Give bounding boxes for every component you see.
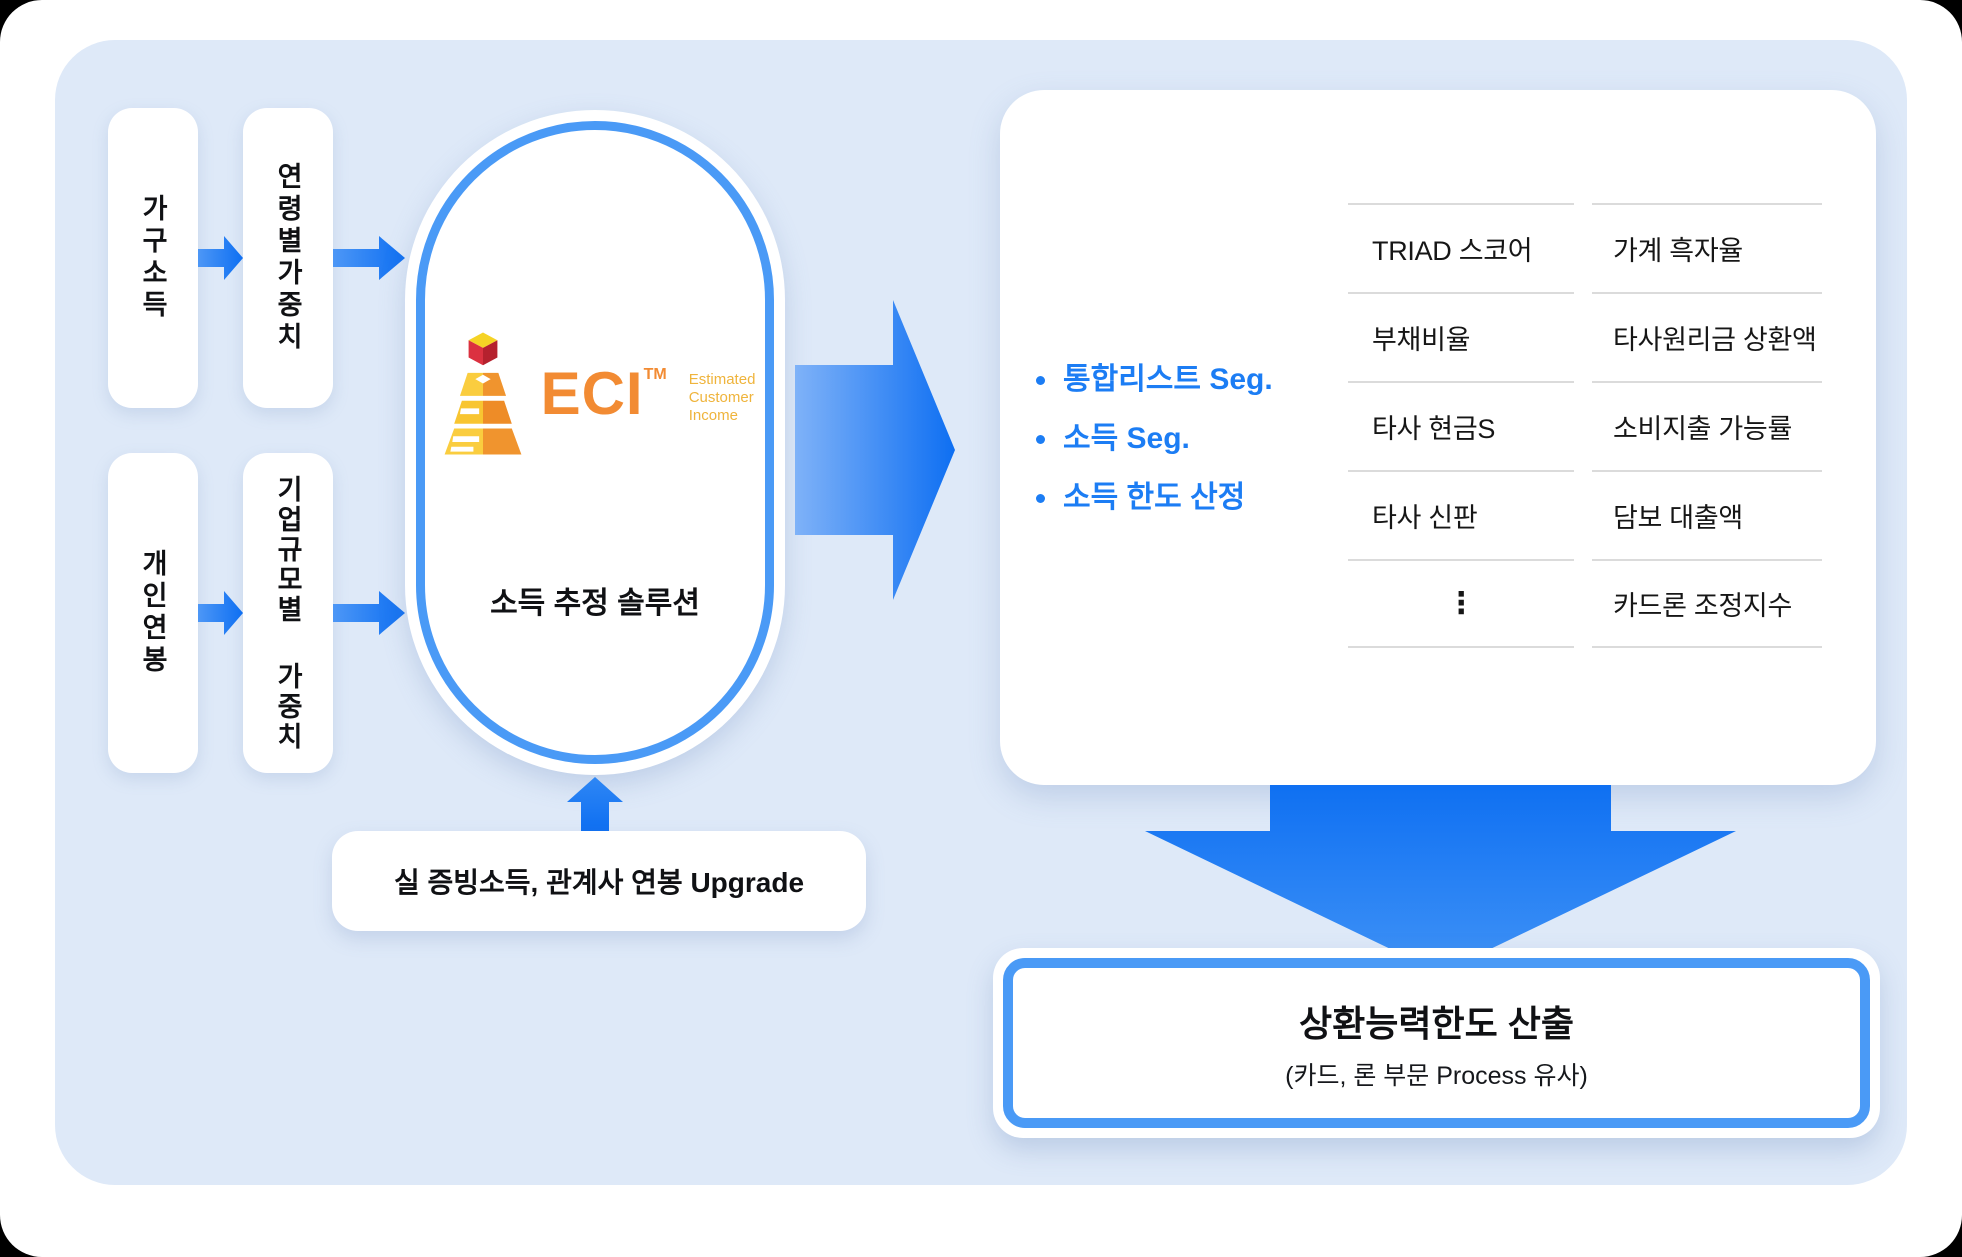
factors-table-col1: TRIAD 스코어 부채비율 타사 현금S 타사 신판 ⋮	[1348, 203, 1574, 648]
age-weight-label: 연령별가중치	[272, 162, 303, 354]
result-box-inner: 상환능력한도 산출 (카드, 론 부문 Process 유사)	[1003, 958, 1870, 1128]
eci-tagline-line1: Estimated	[688, 371, 756, 388]
bullet-label: 통합리스트 Seg.	[1063, 363, 1273, 396]
result-box: 상환능력한도 산출 (카드, 론 부문 Process 유사)	[993, 948, 1880, 1138]
upgrade-note-label: 실 증빙소득, 관계사 연봉 Upgrade	[393, 867, 805, 898]
factor-cell-secured-loan: 담보 대출액	[1592, 470, 1822, 559]
flow-arrow-row2-a-icon	[198, 591, 243, 635]
flow-arrow-row1-b-icon	[333, 236, 405, 280]
diagram-canvas: 가구소득 연령별가중치 개인연봉 기업규모별 가중치	[55, 40, 1907, 1185]
eci-wordmark-text: ECI	[540, 360, 644, 427]
eci-trademark: TM	[643, 366, 667, 383]
factor-cell-triad-score: TRIAD 스코어	[1348, 203, 1574, 292]
factor-cell-household-surplus: 가계 흑자율	[1592, 203, 1822, 292]
factors-table-col2: 가계 흑자율 타사원리금 상환액 소비지출 가능률 담보 대출액 카드론 조정지…	[1592, 203, 1822, 648]
ellipsis-more-rows: ⋮	[1348, 559, 1574, 648]
flow-arrow-row1-a-icon	[198, 236, 243, 280]
eci-tagline-line3: Income	[688, 407, 738, 424]
company-size-weight-label: 기업규모별 가중치	[272, 474, 303, 752]
solution-label: 소득 추정 솔루션	[490, 587, 700, 620]
eci-tagline-line2: Customer	[688, 389, 754, 406]
result-subtitle: (카드, 론 부문 Process 유사)	[1285, 1061, 1588, 1090]
upgrade-arrow-icon	[567, 777, 623, 831]
seg-bullet-list: 통합리스트 Seg. 소득 Seg. 소득 한도 산정	[1036, 362, 1273, 516]
bullet-dot-icon	[1036, 434, 1045, 444]
upgrade-note-box: 실 증빙소득, 관계사 연봉 Upgrade	[332, 831, 866, 931]
bullet-label: 소득 Seg.	[1063, 422, 1190, 455]
factor-cell-other-credit: 타사 신판	[1348, 470, 1574, 559]
result-flow-arrow-icon	[1145, 785, 1736, 973]
eci-pyramid-icon	[444, 332, 521, 455]
bullet-label: 소득 한도 산정	[1063, 481, 1246, 514]
eci-wordmark: ECI TM	[541, 364, 667, 424]
bullet-item-income-seg: 소득 Seg.	[1036, 421, 1273, 457]
factor-cell-debt-ratio: 부채비율	[1348, 292, 1574, 381]
eci-oval-ring	[416, 121, 774, 764]
personal-salary-box: 개인연봉	[108, 453, 198, 773]
eci-tagline: Estimated Customer Income	[689, 371, 756, 425]
bullet-dot-icon	[1036, 375, 1045, 385]
result-title: 상환능력한도 산출	[1299, 1002, 1574, 1044]
household-income-box: 가구소득	[108, 108, 198, 408]
personal-salary-label: 개인연봉	[137, 549, 168, 677]
factor-cell-spending-capacity: 소비지출 가능률	[1592, 381, 1822, 470]
factor-cell-cardloan-index: 카드론 조정지수	[1592, 559, 1822, 648]
flow-arrow-row2-b-icon	[333, 591, 405, 635]
eci-logo: ECI TM Estimated Customer Income	[405, 328, 785, 460]
bullet-item-total-list-seg: 통합리스트 Seg.	[1036, 362, 1273, 398]
bullet-item-income-limit: 소득 한도 산정	[1036, 480, 1273, 516]
age-weight-box: 연령별가중치	[243, 108, 333, 408]
factor-cell-other-cash: 타사 현금S	[1348, 381, 1574, 470]
main-flow-arrow-icon	[795, 300, 955, 600]
bullet-dot-icon	[1036, 493, 1045, 503]
household-income-label: 가구소득	[137, 194, 168, 322]
eci-solution-oval: ECI TM Estimated Customer Income 소득 추정 솔…	[405, 110, 785, 775]
company-size-weight-box: 기업규모별 가중치	[243, 453, 333, 773]
factor-cell-other-principal: 타사원리금 상환액	[1592, 292, 1822, 381]
output-panel: 통합리스트 Seg. 소득 Seg. 소득 한도 산정 TRIAD 스코어 부채…	[1000, 90, 1876, 785]
